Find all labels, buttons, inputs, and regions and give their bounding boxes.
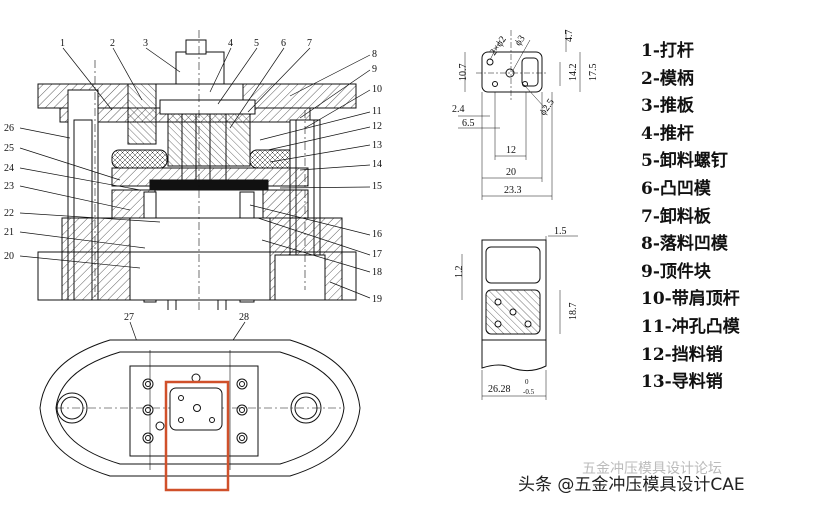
- part-detail-top: [458, 30, 581, 200]
- callout-11: 11: [372, 106, 382, 117]
- legend-item: 10-带肩顶杆: [641, 289, 740, 310]
- highlight-frame: [164, 380, 230, 492]
- dim-14-2: 14.2: [568, 64, 579, 82]
- callout-17: 17: [372, 249, 382, 260]
- dim-phi3: ϕ3: [513, 33, 528, 48]
- legend-item: 7-卸料板: [641, 206, 711, 227]
- callout-14: 14: [372, 159, 382, 170]
- parts-legend: 1-打杆 2-模柄 3-推板 4-推杆 5-卸料螺钉 6-凸凹模 7-卸料板 8…: [641, 38, 811, 397]
- legend-item: 12-挡料销: [641, 344, 723, 365]
- callout-19: 19: [372, 294, 382, 305]
- callout-5: 5: [254, 38, 259, 49]
- callout-20: 20: [4, 251, 14, 262]
- dim-2-4: 2.4: [452, 104, 465, 115]
- callout-21: 21: [4, 227, 14, 238]
- dim-12: 12: [506, 145, 516, 156]
- callout-3: 3: [143, 38, 148, 49]
- dim-tol-lower: -0.5: [523, 388, 535, 396]
- callout-24: 24: [4, 163, 14, 174]
- legend-item: 2-模柄: [641, 68, 694, 89]
- callout-18: 18: [372, 267, 382, 278]
- callout-23: 23: [4, 181, 14, 192]
- dim-18-7: 18.7: [568, 303, 579, 321]
- callout-22: 22: [4, 208, 14, 219]
- callout-28: 28: [239, 312, 249, 323]
- callout-6: 6: [281, 38, 286, 49]
- dim-23-3: 23.3: [504, 185, 522, 196]
- callout-8: 8: [372, 49, 377, 60]
- callout-2: 2: [110, 38, 115, 49]
- dim-1-2: 1.2: [454, 266, 465, 279]
- dim-17-5: 17.5: [588, 64, 599, 82]
- callout-13: 13: [372, 140, 382, 151]
- legend-item: 6-凸凹模: [641, 178, 711, 199]
- callout-27: 27: [124, 312, 134, 323]
- callout-25: 25: [4, 143, 14, 154]
- legend-item: 9-顶件块: [641, 261, 711, 282]
- dim-1-5: 1.5: [554, 226, 567, 237]
- legend-item: 4-推杆: [641, 123, 694, 144]
- legend-item: 3-推板: [641, 96, 694, 117]
- watermark-text: 头条 @五金冲压模具设计CAE: [518, 475, 745, 495]
- dim-10-7: 10.7: [458, 64, 469, 82]
- dim-26-28: 26.28: [488, 384, 511, 395]
- callout-9: 9: [372, 64, 377, 75]
- dim-tol-upper: 0: [525, 378, 529, 386]
- callout-1: 1: [60, 38, 65, 49]
- callout-15: 15: [372, 181, 382, 192]
- dim-6-5: 6.5: [462, 118, 475, 129]
- dim-20: 20: [506, 167, 516, 178]
- legend-item: 1-打杆: [641, 41, 694, 61]
- legend-item: 5-卸料螺钉: [641, 151, 728, 172]
- bolt-holes: [142, 373, 248, 444]
- part-bottom-dimensions: 1.5 1.2 18.7 26.28 0 -0.5: [454, 226, 579, 396]
- dim-phi2-5: ϕ2.5: [538, 97, 557, 118]
- callout-12: 12: [372, 121, 382, 132]
- legend-item: 13-导料销: [641, 372, 723, 393]
- dim-4-7: 4.7: [564, 30, 575, 43]
- plan-view: [39, 339, 361, 492]
- callout-10: 10: [372, 84, 382, 95]
- part-detail-bottom: [461, 235, 578, 400]
- section-view: [37, 30, 357, 312]
- callout-numbers: 1 2 3 4 5 6 7 8 9 10 11 12 13 14 15 16 1…: [4, 38, 382, 323]
- callout-7: 7: [307, 38, 312, 49]
- legend-item: 8-落料凹模: [641, 234, 728, 255]
- callout-16: 16: [372, 229, 382, 240]
- callout-4: 4: [228, 38, 233, 49]
- watermark-ghost: 五金冲压模具设计论坛: [582, 461, 722, 477]
- legend-item: 11-冲孔凸模: [641, 316, 740, 337]
- callout-26: 26: [4, 123, 14, 134]
